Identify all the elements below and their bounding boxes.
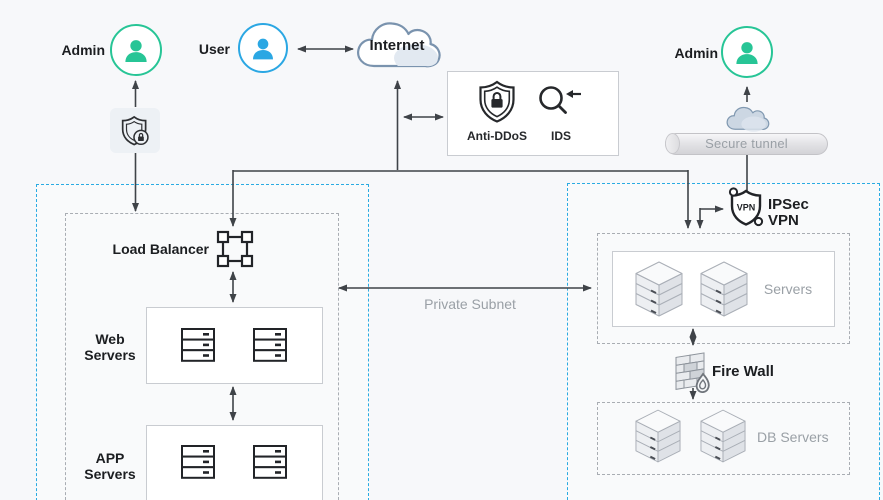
anti-ddos-label: Anti-DDoS bbox=[467, 129, 527, 143]
user-label: User bbox=[198, 41, 230, 57]
app-label-line1: APP bbox=[95, 450, 125, 466]
firewall-icon bbox=[672, 344, 716, 398]
app-servers-label: APP Servers bbox=[75, 450, 145, 482]
person-icon bbox=[736, 42, 758, 65]
tunnel-cloud-icon bbox=[723, 99, 771, 139]
admin-right-avatar bbox=[721, 26, 773, 78]
db-server-icon-1 bbox=[635, 409, 681, 463]
web-server-rack-icon-1 bbox=[180, 327, 216, 363]
iso-server-icon-2 bbox=[700, 261, 748, 317]
internet-label: Internet bbox=[369, 37, 425, 54]
db-server-icon-2 bbox=[700, 409, 746, 463]
servers-label: Servers bbox=[763, 281, 813, 297]
admin-left-label: Admin bbox=[61, 42, 105, 58]
ipsec-vpn-label: IPSec VPN bbox=[768, 197, 809, 229]
admin-right-label: Admin bbox=[674, 45, 718, 61]
ipsec-vpn-icon: VPN bbox=[726, 186, 766, 228]
zone-db-servers bbox=[597, 402, 850, 475]
zone-servers-inner bbox=[597, 233, 850, 344]
iso-server-icon-1 bbox=[635, 261, 683, 317]
load-balancer-icon bbox=[215, 230, 255, 268]
ids-icon bbox=[536, 84, 586, 118]
person-icon bbox=[253, 38, 273, 60]
cloud-icon bbox=[357, 22, 441, 68]
web-servers-label: Web Servers bbox=[75, 331, 145, 363]
user-avatar bbox=[238, 23, 288, 73]
ipsec-label-line1: IPSec bbox=[768, 196, 809, 213]
load-balancer-label: Load Balancer bbox=[112, 241, 209, 257]
db-servers-label: DB Servers bbox=[757, 429, 829, 445]
admin-left-avatar bbox=[110, 24, 162, 76]
private-subnet-label: Private Subnet bbox=[424, 296, 516, 312]
app-label-line2: Servers bbox=[84, 466, 136, 482]
app-server-rack-icon-2 bbox=[252, 444, 288, 480]
web-server-rack-icon-2 bbox=[252, 327, 288, 363]
secure-tunnel-pipe: Secure tunnel bbox=[665, 133, 828, 155]
firewall-label: Fire Wall bbox=[712, 363, 774, 380]
security-appliance-box bbox=[447, 71, 619, 156]
anti-ddos-icon bbox=[477, 80, 517, 124]
person-icon bbox=[125, 40, 147, 63]
internet-cloud bbox=[350, 14, 444, 78]
shield-lock-icon bbox=[121, 115, 149, 146]
app-servers-box bbox=[146, 425, 323, 500]
admin-security-tile bbox=[110, 108, 160, 153]
ids-label: IDS bbox=[550, 129, 571, 143]
svg-text:VPN: VPN bbox=[737, 203, 756, 213]
app-server-rack-icon-1 bbox=[180, 444, 216, 480]
tunnel-end-cap bbox=[665, 133, 680, 154]
secure-tunnel-label: Secure tunnel bbox=[705, 136, 788, 151]
web-label-line2: Servers bbox=[84, 347, 136, 363]
ipsec-label-line2: VPN bbox=[768, 212, 799, 229]
zone-web-app-inner bbox=[65, 213, 339, 500]
web-label-line1: Web bbox=[95, 331, 125, 347]
web-servers-box bbox=[146, 307, 323, 384]
